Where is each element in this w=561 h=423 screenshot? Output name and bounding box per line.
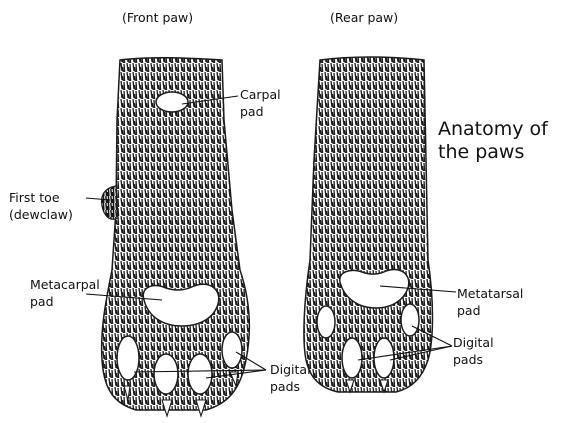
metacarpal-pad-label: Metacarpal pad bbox=[30, 276, 100, 310]
carpal-pad-label-line1: Carpal bbox=[240, 86, 281, 103]
metatarsal-pad-label-line1: Metatarsal bbox=[457, 285, 523, 302]
metacarpal-pad-label-line1: Metacarpal bbox=[30, 276, 100, 293]
metacarpal-pad-label-line2: pad bbox=[30, 293, 100, 310]
diagram-title-line1: Anatomy of bbox=[438, 118, 548, 141]
diagram-title-line2: the paws bbox=[438, 141, 548, 164]
digital-pads-front-label-line2: pads bbox=[270, 378, 311, 395]
carpal-pad-label-line2: pad bbox=[240, 103, 281, 120]
digital-pad-rear-2 bbox=[342, 338, 362, 378]
metatarsal-pad-label: Metatarsal pad bbox=[457, 285, 523, 319]
front-paw bbox=[102, 58, 250, 416]
first-toe-label-line2: (dewclaw) bbox=[9, 206, 73, 223]
front-paw-label: (Front paw) bbox=[122, 9, 193, 26]
first-toe-label: First toe (dewclaw) bbox=[9, 189, 73, 223]
digital-pad-rear-4 bbox=[401, 304, 419, 336]
digital-pads-rear-label: Digital pads bbox=[453, 334, 494, 368]
digital-pad-front-4 bbox=[222, 332, 242, 368]
rear-paw-leg bbox=[304, 57, 433, 392]
rear-paw-label: (Rear paw) bbox=[330, 9, 398, 26]
diagram-title: Anatomy of the paws bbox=[438, 118, 548, 164]
dewclaw bbox=[102, 186, 118, 219]
digital-pad-front-1 bbox=[117, 336, 139, 380]
digital-pad-front-2 bbox=[154, 354, 178, 394]
digital-pad-rear-1 bbox=[317, 306, 335, 338]
digital-pad-front-3 bbox=[188, 354, 212, 394]
carpal-pad bbox=[156, 92, 188, 112]
digital-pads-front-label-line1: Digital bbox=[270, 361, 311, 378]
metatarsal-pad-label-line2: pad bbox=[457, 302, 523, 319]
rear-paw bbox=[304, 57, 433, 392]
carpal-pad-label: Carpal pad bbox=[240, 86, 281, 120]
first-toe-label-line1: First toe bbox=[9, 189, 73, 206]
digital-pads-rear-label-line2: pads bbox=[453, 351, 494, 368]
digital-pads-rear-label-line1: Digital bbox=[453, 334, 494, 351]
digital-pad-rear-3 bbox=[374, 338, 394, 378]
digital-pads-front-label: Digital pads bbox=[270, 361, 311, 395]
